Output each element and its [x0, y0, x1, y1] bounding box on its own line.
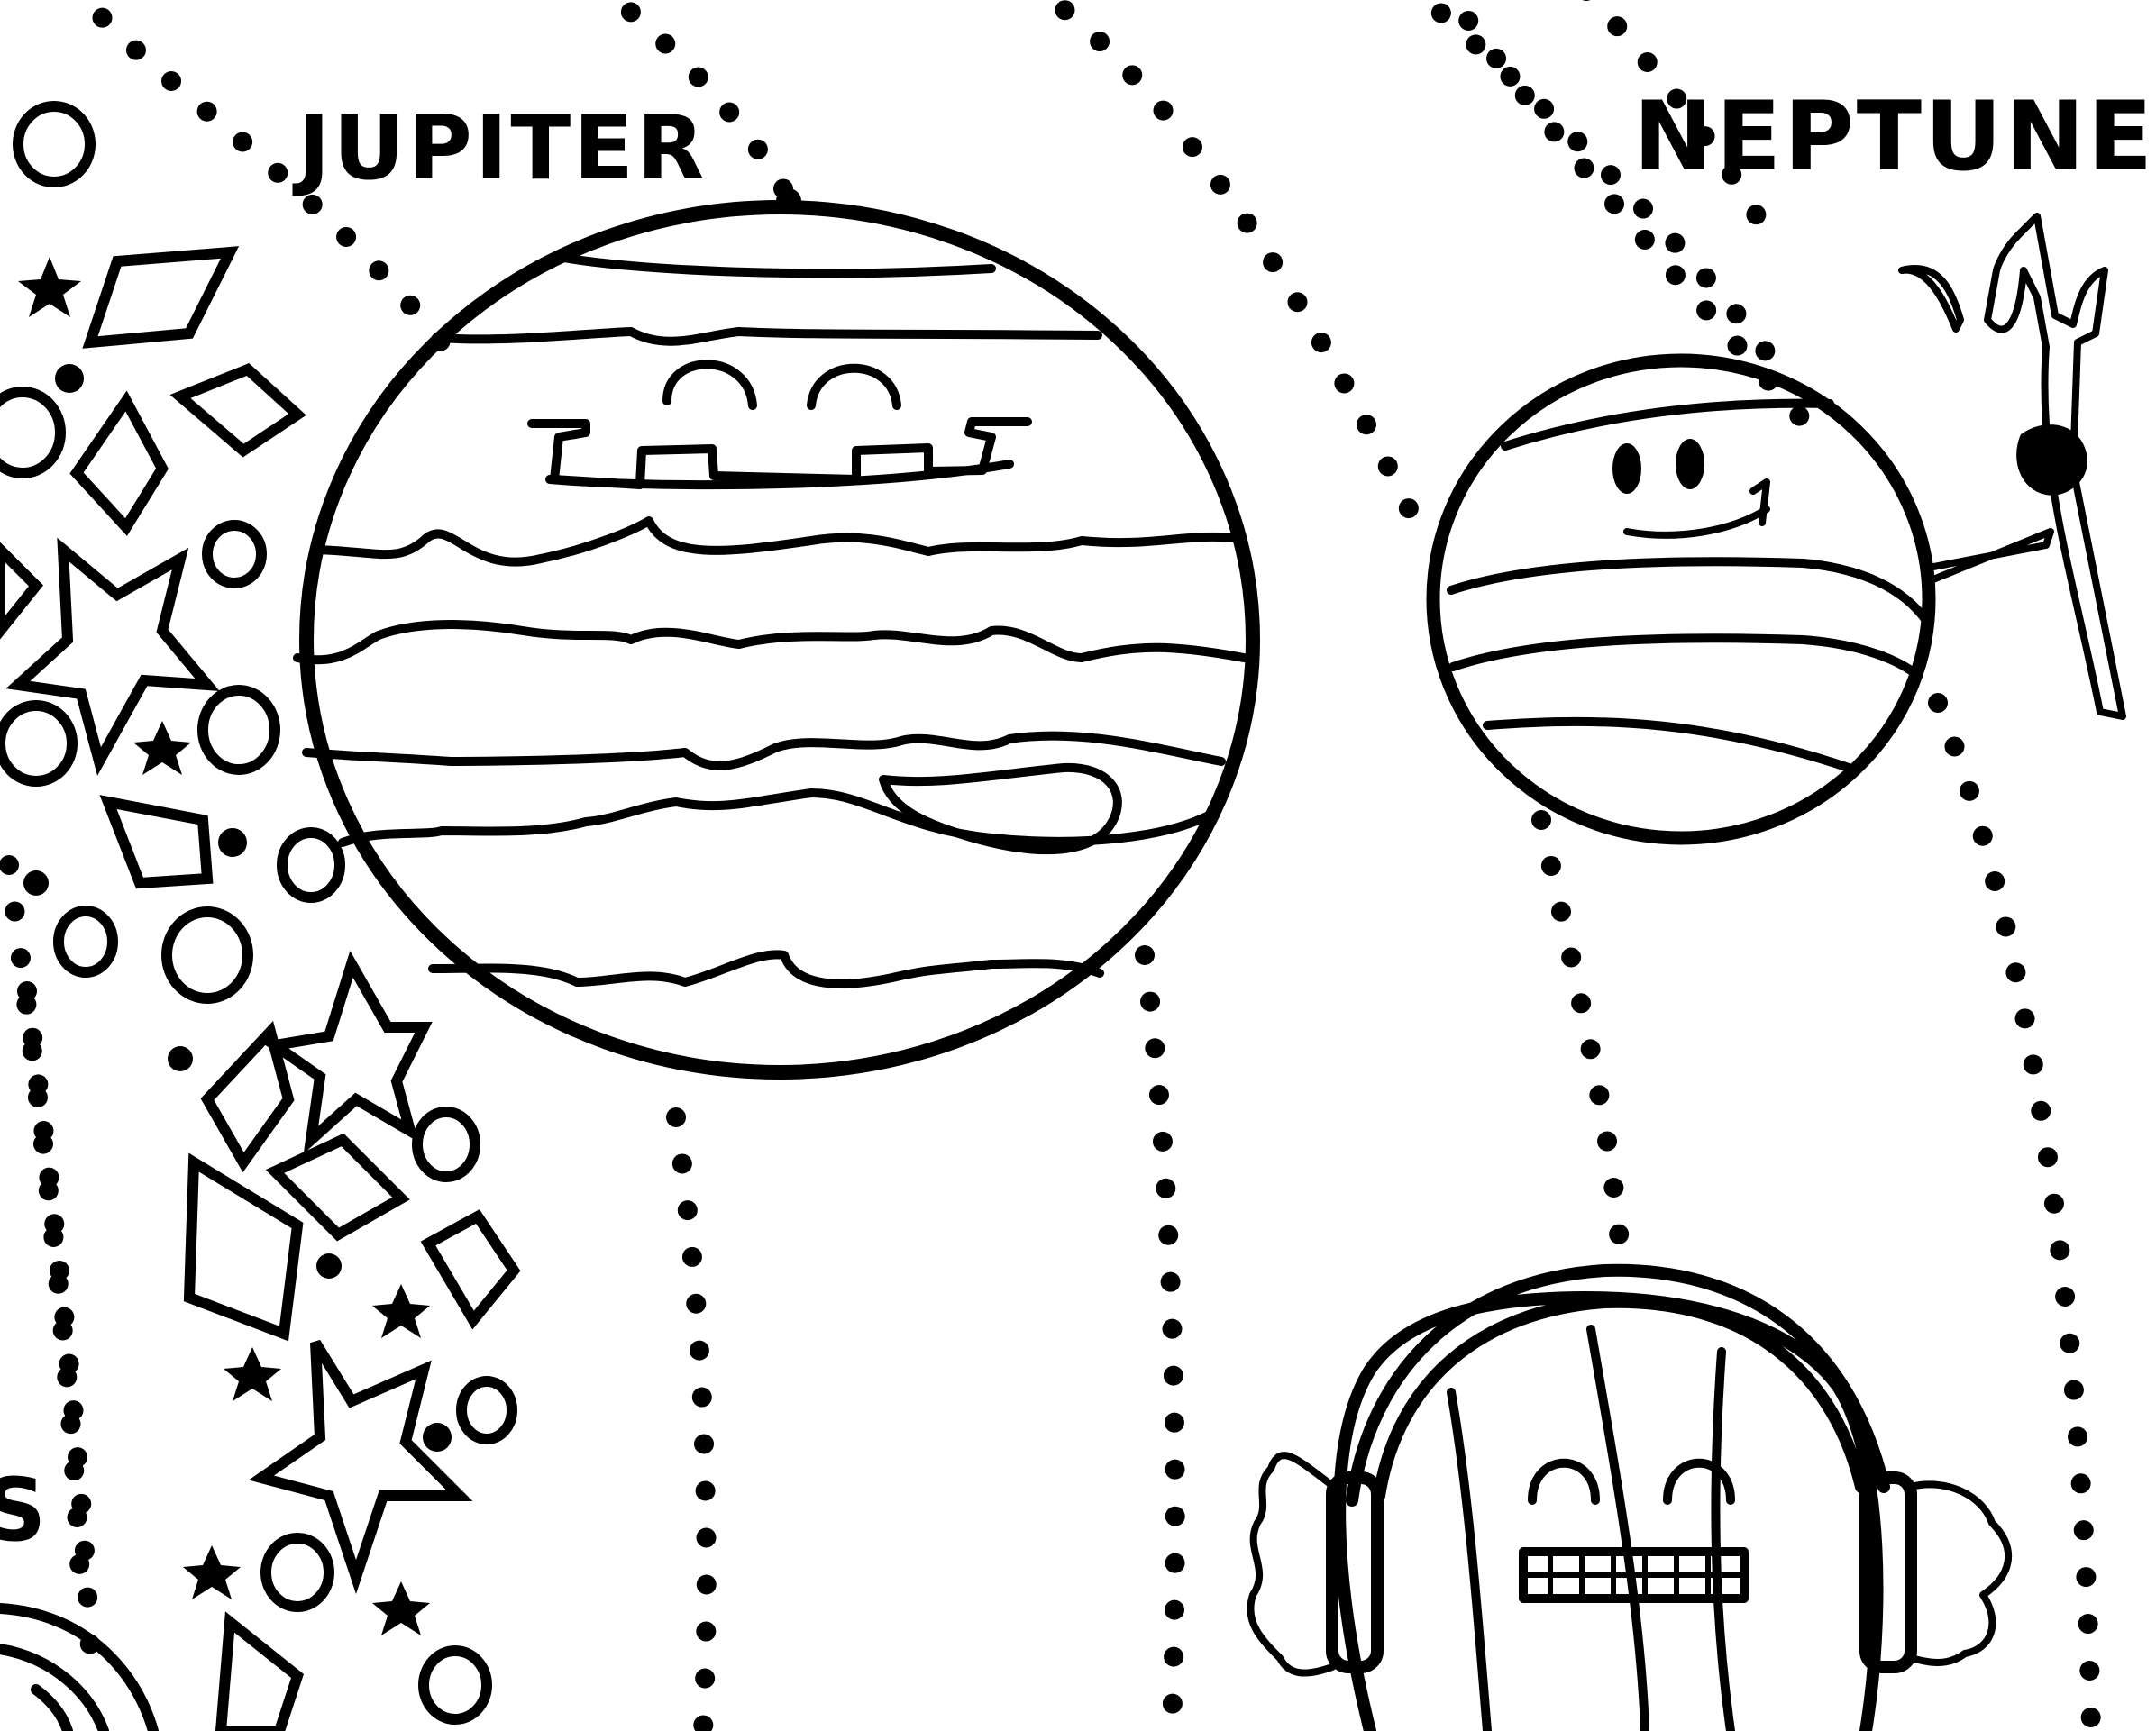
orbit-line	[1036, 0, 1434, 551]
headphone-planet	[1247, 1263, 2012, 1731]
asteroid-stars-solid	[18, 257, 430, 1635]
asteroid-diamond	[69, 390, 169, 536]
asteroid-circle	[412, 1107, 480, 1182]
asteroid-circle	[53, 906, 118, 978]
asteroid-circle	[260, 1533, 334, 1612]
neptune-planet	[1426, 213, 2126, 845]
asteroid-diamond	[215, 1611, 304, 1731]
asteroid-star	[260, 951, 433, 1154]
small-star	[183, 1545, 241, 1599]
orbit-line	[0, 855, 91, 1614]
orbit-line	[1441, 0, 1840, 460]
asteroid-diamond	[200, 1020, 295, 1173]
asteroid-diamond	[169, 363, 306, 458]
small-star	[133, 721, 191, 775]
orbit-line	[666, 1107, 717, 1731]
planet-stripes	[1447, 1325, 1735, 1731]
asteroid-belt	[0, 101, 521, 1731]
partial-planet	[0, 1603, 159, 1731]
hair-tufts	[1247, 1452, 2012, 1677]
asteroid-circle	[277, 827, 345, 903]
asteroid-star	[5, 537, 220, 776]
asteroid-circle	[456, 1376, 517, 1444]
asteroid-circle	[418, 1645, 492, 1725]
asteroid-circle	[197, 685, 280, 775]
left-earcup	[1326, 1471, 1384, 1673]
jupiter-face	[527, 360, 1032, 490]
orbit-line	[1531, 810, 1632, 1289]
asteroid-dots	[23, 364, 452, 1452]
jupiter-planet	[293, 188, 1260, 1080]
small-star	[372, 1284, 430, 1338]
neptune-face	[1612, 439, 1770, 539]
orbit-line	[1928, 693, 2101, 1731]
headphones-icon	[1326, 1263, 1917, 1673]
asteroid-star	[248, 1339, 473, 1594]
small-star	[372, 1581, 430, 1635]
partial-planet-label: S	[0, 1460, 50, 1561]
asteroid-star	[0, 542, 44, 640]
planet-face	[1519, 1458, 1749, 1603]
trident-icon	[1898, 213, 2126, 720]
asteroid-circle	[202, 520, 267, 588]
neptune-outline	[1426, 353, 1936, 845]
jupiter-bands	[293, 252, 1248, 988]
small-star	[224, 1347, 281, 1401]
orbit-line	[601, 0, 803, 217]
orbit-line	[73, 0, 479, 388]
asteroid-circle	[0, 700, 78, 787]
asteroid-diamond	[82, 246, 240, 349]
small-star	[18, 257, 81, 317]
asteroid-diamond	[420, 1209, 521, 1330]
neptune-label: NEPTUNE	[1633, 81, 2156, 192]
asteroid-diamond	[183, 1152, 304, 1342]
jupiter-label: JUPITER	[297, 97, 708, 200]
great-red-spot	[879, 762, 1122, 855]
asteroid-diamond	[265, 1133, 410, 1242]
orbit-line	[1135, 945, 1185, 1731]
orbit-line	[17, 981, 100, 1659]
neptune-bands	[1447, 398, 1932, 775]
orbit-paths	[0, 0, 2101, 1731]
asteroid-circle	[0, 387, 66, 478]
asteroid-circle	[13, 101, 96, 187]
asteroid-circle	[161, 906, 253, 1004]
right-earcup	[1859, 1471, 1917, 1673]
orbit-line	[1581, 0, 1777, 244]
asteroid-diamond	[99, 795, 214, 889]
